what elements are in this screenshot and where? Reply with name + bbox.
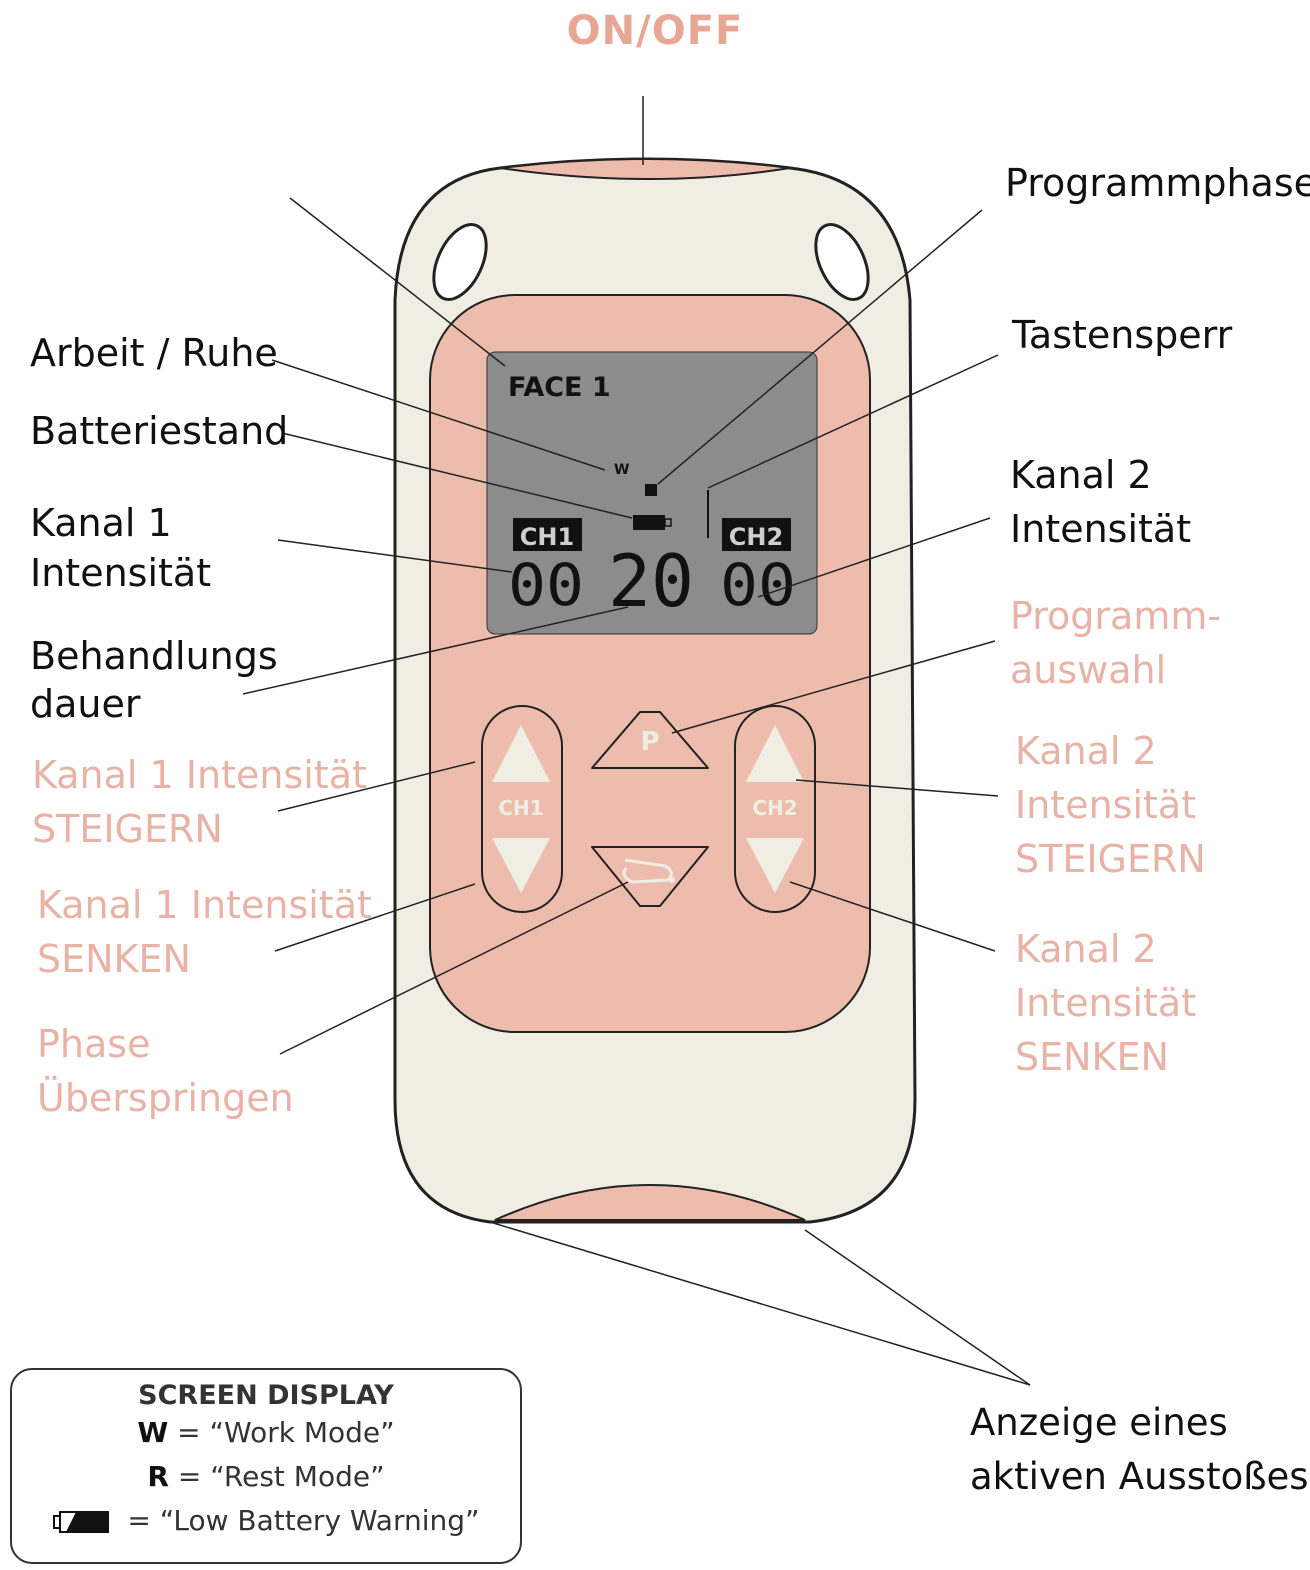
label-line: aktiven Ausstoßes	[970, 1455, 1309, 1498]
skip-icon-dot	[669, 877, 675, 883]
legend-rest-text: = “Rest Mode”	[168, 1460, 385, 1493]
label-line: Kanal 2	[1010, 453, 1152, 497]
label-key-lock-text: Tastensperr	[1012, 313, 1233, 357]
lcd-ch2-tag-bg	[722, 518, 791, 551]
on-off-button[interactable]	[499, 158, 791, 180]
label-line: Anzeige eines	[970, 1401, 1228, 1444]
lcd-ch2-intensity: 00	[720, 551, 796, 619]
leader-lines	[242, 96, 1031, 1386]
ch1-down-button[interactable]	[492, 838, 550, 893]
legend-title: SCREEN DISPLAY	[138, 1380, 394, 1411]
label-duration: Behandlungs dauer	[30, 632, 278, 728]
label-line: auswahl	[1010, 648, 1167, 692]
label-line: Kanal 1 Intensität	[37, 883, 372, 927]
screen-display-legend: SCREEN DISPLAY W = “Work Mode” R = “Rest…	[10, 1368, 522, 1564]
ch2-down-button[interactable]	[746, 838, 804, 893]
label-ch1-intensity: Kanal 1 Intensität	[30, 498, 211, 598]
ch1-button-group	[481, 705, 563, 913]
label-line: Kanal 1 Intensität	[32, 753, 367, 797]
lcd-ch1-intensity: 00	[508, 551, 584, 619]
legend-work-text: = “Work Mode”	[168, 1416, 395, 1449]
label-program-phase-text: Programmphase	[1005, 161, 1310, 205]
legend-work-key: W	[137, 1416, 169, 1449]
ch2-button-label: CH2	[752, 796, 797, 820]
label-line: Intensität	[1015, 783, 1197, 827]
strap-hole-right	[814, 223, 870, 301]
legend-row-work: W = “Work Mode”	[12, 1411, 520, 1455]
label-line: STEIGERN	[32, 807, 223, 851]
program-button-label: P	[640, 727, 659, 757]
label-key-lock: Tastensperr	[1012, 308, 1232, 362]
program-button[interactable]	[591, 711, 709, 769]
ch2-up-button[interactable]	[746, 725, 804, 782]
label-work-rest-text: Arbeit / Ruhe	[30, 331, 278, 375]
label-line: STEIGERN	[1015, 837, 1206, 881]
label-program-select: Programm- auswahl	[1010, 589, 1221, 697]
label-work-rest: Arbeit / Ruhe	[30, 326, 278, 380]
low-battery-icon	[53, 1511, 110, 1533]
lcd-ch2-tag: CH2	[729, 523, 783, 551]
lcd-ch1-tag: CH1	[520, 523, 574, 551]
label-line: Programm-	[1010, 594, 1222, 638]
label-ch2-down: Kanal 2 Intensität SENKEN	[1015, 922, 1196, 1084]
label-active-output: Anzeige eines aktiven Ausstoßes	[970, 1396, 1309, 1504]
lcd-duration: 20	[608, 539, 694, 623]
lcd-phase-indicator	[645, 484, 657, 496]
label-ch1-down: Kanal 1 Intensität SENKEN	[37, 878, 372, 986]
label-ch2-up: Kanal 2 Intensität STEIGERN	[1015, 724, 1206, 886]
label-skip-phase: Phase Überspringen	[37, 1017, 294, 1125]
label-line: Intensität	[1015, 981, 1197, 1025]
label-line: Phase	[37, 1022, 151, 1066]
ch1-up-button[interactable]	[492, 725, 550, 782]
ch2-button-group	[734, 705, 816, 913]
label-line: SENKEN	[37, 937, 191, 981]
label-line: Kanal 2	[1015, 927, 1157, 971]
label-line: Kanal 1	[30, 501, 172, 545]
skip-icon	[622, 858, 673, 884]
on-off-label: ON/OFF	[566, 8, 744, 54]
label-ch2-intensity: Kanal 2 Intensität	[1010, 448, 1191, 556]
label-line: Intensität	[30, 551, 212, 595]
label-line: SENKEN	[1015, 1035, 1169, 1079]
lcd-ch1-tag-bg	[513, 518, 582, 551]
lcd-battery-icon	[633, 515, 672, 530]
legend-rest-key: R	[147, 1460, 169, 1493]
legend-row-battery: = “Low Battery Warning”	[12, 1499, 520, 1543]
lcd-program-name: FACE 1	[508, 372, 611, 403]
lcd-mode-indicator: W	[614, 462, 629, 478]
label-line: Überspringen	[37, 1076, 294, 1120]
label-program-phase: Programmphase	[1005, 156, 1310, 210]
label-ch1-up: Kanal 1 Intensität STEIGERN	[32, 748, 367, 856]
active-output-indicator	[494, 1184, 806, 1221]
ch1-button-label: CH1	[498, 796, 543, 820]
strap-hole-left	[432, 223, 488, 301]
label-line: Behandlungs	[30, 634, 278, 678]
label-battery-text: Batteriestand	[30, 409, 289, 453]
label-line: Kanal 2	[1015, 729, 1157, 773]
label-line: Intensität	[1010, 507, 1192, 551]
label-battery: Batteriestand	[30, 404, 288, 458]
label-line: dauer	[30, 682, 141, 726]
legend-row-rest: R = “Rest Mode”	[12, 1455, 520, 1499]
skip-phase-button[interactable]	[591, 846, 709, 907]
legend-battery-text: = “Low Battery Warning”	[118, 1504, 480, 1537]
